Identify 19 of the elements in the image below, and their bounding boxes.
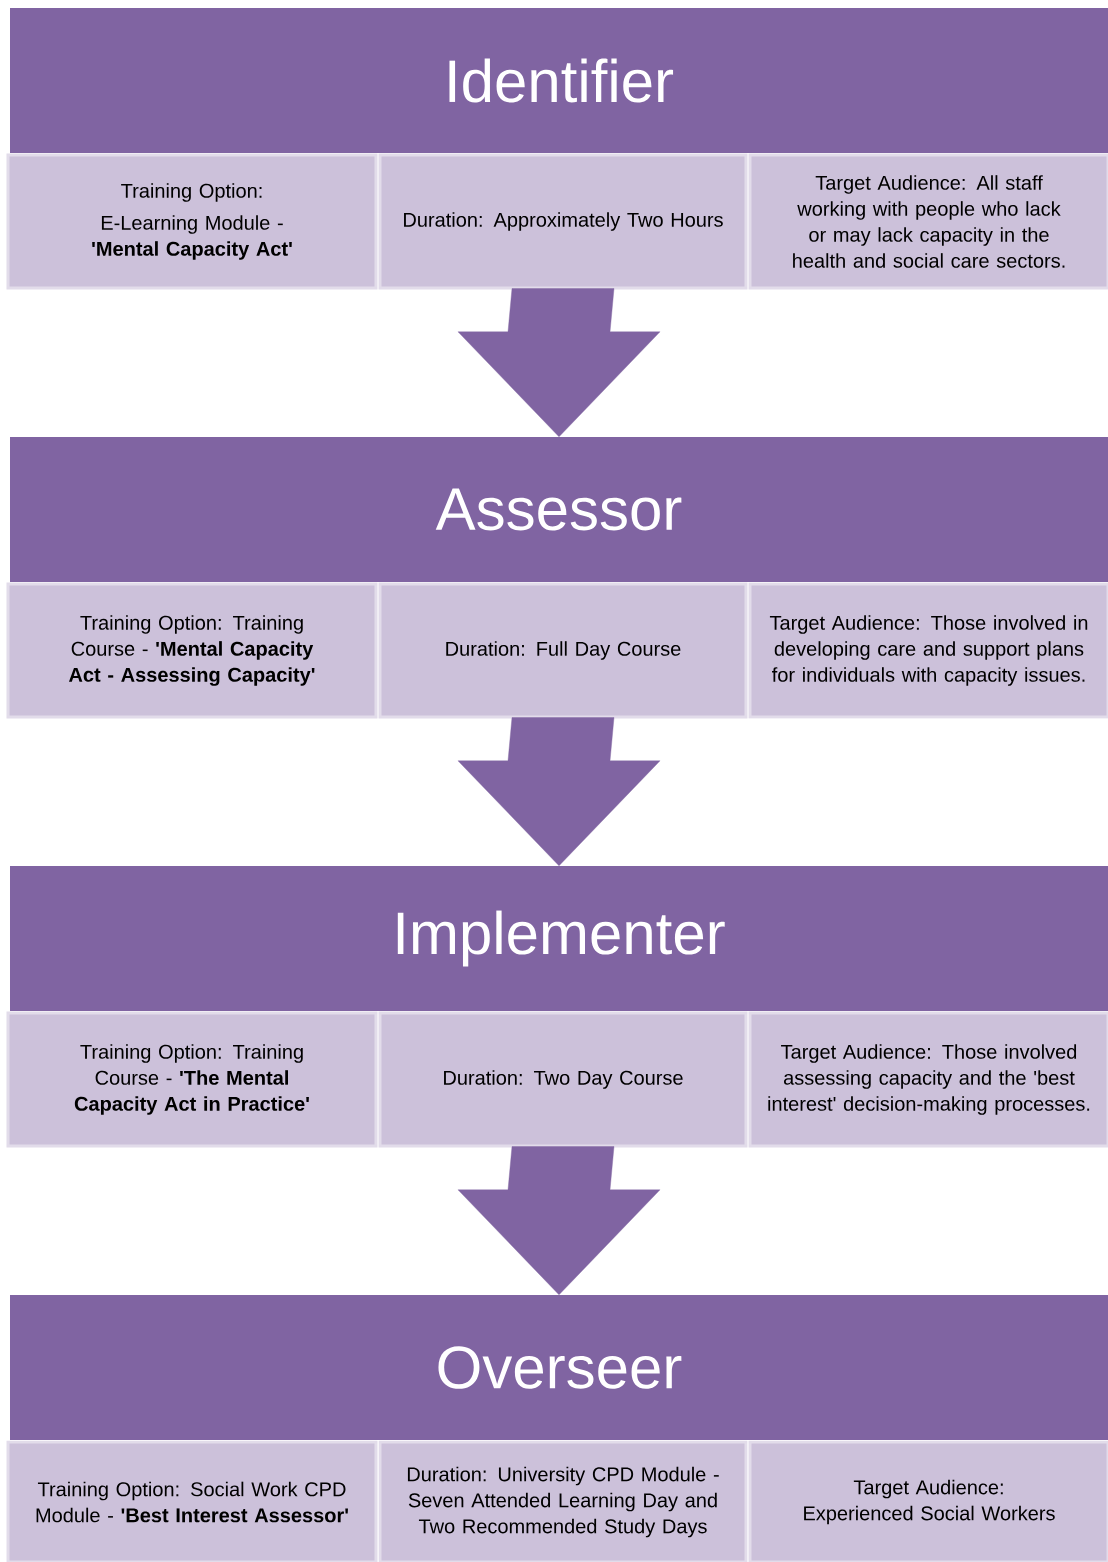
info-cell: Training Option: Social Work CPD Module - 'Best Interest Assessor'	[6, 1440, 378, 1562]
info-cell: Duration: Full Day Course	[378, 582, 748, 719]
stage-header: Assessor	[10, 437, 1108, 582]
info-cell: Duration: University CPD Module - Seven Attended Learning Day and Two Recommended Study Days	[378, 1440, 748, 1562]
stage-header: Implementer	[10, 866, 1108, 1011]
block-arrow	[457, 288, 661, 437]
info-cell: Training Option: E-Learning Module - 'Mental Capacity Act'	[6, 153, 378, 290]
info-cell: Duration: Two Day Course	[378, 1011, 748, 1148]
info-cell: Target Audience: Those involved assessing capacity and the 'best interest' decision-making processes.	[748, 1011, 1108, 1148]
info-cell: Duration: Approximately Two Hours	[378, 153, 748, 290]
block-arrow	[457, 1146, 661, 1295]
info-cell: Target Audience: All staff working with people who lack or may lack capacity in the health and social care sectors.	[748, 153, 1108, 290]
block-arrow	[457, 717, 661, 866]
stage-header: Overseer	[10, 1295, 1108, 1440]
info-cell: Target Audience: Experienced Social Workers	[748, 1440, 1108, 1562]
stage-header: Identifier	[10, 8, 1108, 153]
info-cell: Training Option: Training Course - 'Mental Capacity Act - Assessing Capacity'	[6, 582, 378, 719]
info-cell: Target Audience: Those involved in developing care and support plans for individuals with capacity issues.	[748, 582, 1108, 719]
info-cell: Training Option: Training Course - 'The Mental Capacity Act in Practice'	[6, 1011, 378, 1148]
